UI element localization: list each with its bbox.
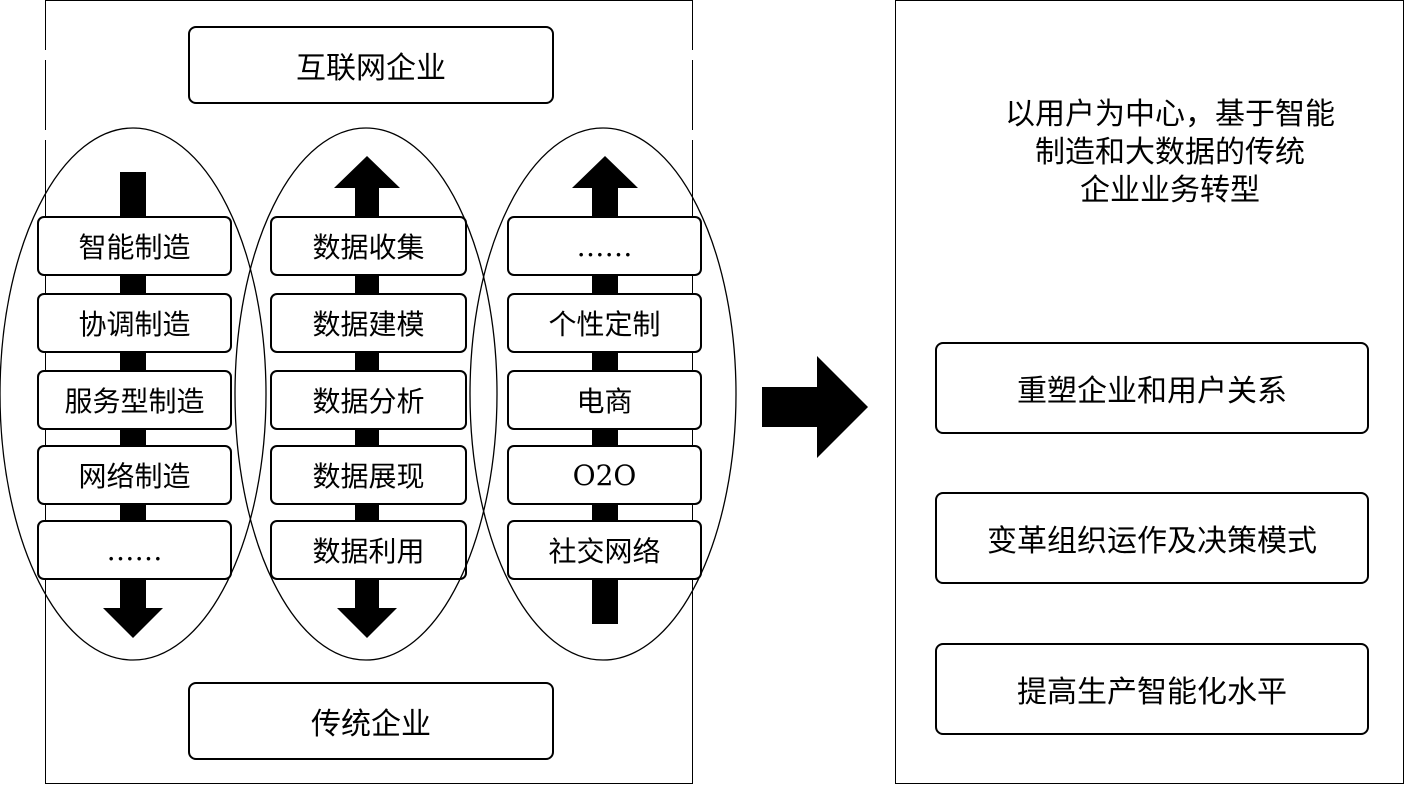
outcome-box: 重塑企业和用户关系 — [935, 342, 1369, 434]
column-3-item: …… — [507, 216, 702, 276]
column-3-item: O2O — [507, 445, 702, 505]
column-2-item: 数据利用 — [270, 520, 467, 580]
column-2-up-arrow-icon — [334, 156, 400, 188]
column-1-item: …… — [37, 520, 232, 580]
goal-line: 制造和大数据的传统 — [1035, 135, 1305, 170]
column-1-down-arrow-icon — [103, 608, 163, 638]
column-2-down-arrow-icon — [337, 608, 397, 638]
internet-enterprise-box: 互联网企业 — [188, 26, 554, 104]
column-3-item: 个性定制 — [507, 293, 702, 353]
column-1-item: 服务型制造 — [37, 370, 232, 430]
outcome-box: 变革组织运作及决策模式 — [935, 492, 1369, 584]
transformation-goal-text: 以用户为中心，基于智能 制造和大数据的传统 企业业务转型 — [970, 96, 1370, 210]
column-3-up-arrow-icon — [572, 156, 638, 188]
column-1-item: 网络制造 — [37, 445, 232, 505]
column-3-item: 电商 — [507, 370, 702, 430]
column-1-item: 智能制造 — [37, 216, 232, 276]
column-2-item: 数据收集 — [270, 216, 467, 276]
column-2-item: 数据建模 — [270, 293, 467, 353]
frame-tick — [692, 50, 694, 60]
goal-line: 企业业务转型 — [1080, 173, 1260, 208]
outcome-box: 提高生产智能化水平 — [935, 643, 1369, 735]
column-2-item: 数据展现 — [270, 445, 467, 505]
frame-tick — [44, 130, 46, 140]
column-3-item: 社交网络 — [507, 520, 702, 580]
traditional-enterprise-box: 传统企业 — [188, 682, 554, 760]
column-2-item: 数据分析 — [270, 370, 467, 430]
frame-tick — [44, 50, 46, 60]
frame-tick — [692, 130, 694, 140]
column-1-item: 协调制造 — [37, 293, 232, 353]
goal-line: 以用户为中心，基于智能 — [1005, 97, 1335, 132]
transition-arrow-icon — [762, 356, 868, 458]
